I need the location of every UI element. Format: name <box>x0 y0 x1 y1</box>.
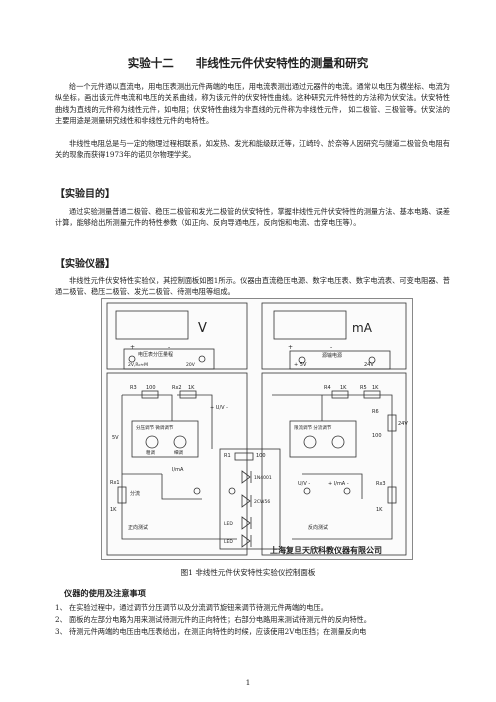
ammeter-minus: - <box>330 344 332 351</box>
source-24v: 24V <box>364 362 374 368</box>
rx3-value: 1K <box>376 507 383 513</box>
rx1-value: 1K <box>110 507 117 513</box>
left-switch-i: I/mA <box>172 467 184 473</box>
figure-caption: 图1 非线性元件伏安特性实验仪控制面板 <box>180 568 316 577</box>
left-adjust-box <box>131 420 199 458</box>
source-5v: + 5V <box>294 362 307 368</box>
forward-test-label: 正向测试 <box>128 524 148 531</box>
title-text: 非线性元件伏安特性的测量和研究 <box>195 56 369 70</box>
rx2-label: Rx2 <box>172 385 182 391</box>
usage-heading: 仪器的使用及注意事项 <box>64 588 146 598</box>
right-switch-v: U/V - <box>298 481 310 487</box>
source-label: 源输电源 <box>322 352 342 359</box>
control-panel-diagram: V mA + - + - 电压表分压量程 2V,R₀≈M 20V 源输电源 + … <box>106 302 408 556</box>
purpose-paragraph: 通过实验测量普通二极管、稳压二极管和发光二极管的伏安特性，掌握非线性元件伏安特性… <box>55 207 450 228</box>
r6-value: 100 <box>372 433 382 439</box>
r1-label: R1 <box>224 453 231 459</box>
manufacturer-label: 上海复旦天欣科教仪器有限公司 <box>270 545 382 555</box>
left-fine-knob <box>173 435 187 449</box>
resistor-r6 <box>387 414 397 432</box>
left-fine-label: 细调 <box>174 449 183 456</box>
source-box <box>289 350 391 370</box>
ammeter-display <box>273 310 347 340</box>
voltage-range-box <box>123 348 215 370</box>
ammeter-panel <box>261 302 407 370</box>
left-switch-v: + U/V - <box>210 405 228 411</box>
voltmeter-minus: - <box>168 344 170 351</box>
voltmeter-unit: V <box>198 321 207 336</box>
usage-item-1: 1、 在实验过程中，通过调节分压调节以及分流调节旋钮来调节待测元件两端的电压。 <box>55 603 328 612</box>
left-coarse-label: 粗调 <box>146 449 155 456</box>
usage-item-3: 3、 待测元件两端的电压由电压表给出，在测正向特性的时候，应该使用2V电压挡；在… <box>55 627 367 636</box>
left-circuit-frame <box>106 372 248 556</box>
resistor-r5 <box>363 390 381 399</box>
r4-value: 1K <box>340 385 347 391</box>
resistor-r4 <box>331 390 349 399</box>
right-fine-knob <box>331 435 345 449</box>
right-switch-i: + I/mA - <box>328 481 349 487</box>
ammeter-plus: + <box>288 344 293 351</box>
r4-label: R4 <box>324 385 331 391</box>
component-column <box>219 448 281 550</box>
resistor-r3 <box>141 390 159 399</box>
resistor-r1 <box>234 452 254 461</box>
shunt-label: 分流 <box>130 490 140 497</box>
r3-value: 100 <box>146 385 156 391</box>
zener-label: 2CW56 <box>254 499 270 505</box>
reverse-test-label: 反向测试 <box>308 524 328 531</box>
right-24v: 24V <box>398 421 408 427</box>
voltmeter-panel <box>106 302 248 370</box>
voltmeter-display <box>115 310 189 340</box>
r3-label: R3 <box>130 385 137 391</box>
voltmeter-plus: + <box>130 344 135 351</box>
instruments-paragraph: 非线性元件伏安特性实验仪，其控制面板如图1所示。仪器由直流稳压电源、数字电压表、… <box>55 276 450 297</box>
left-box-label: 分压调节 微调调节 <box>136 424 174 431</box>
r1-value: 100 <box>256 453 266 459</box>
page-number: 1 <box>245 678 251 687</box>
diode-label: 1N4001 <box>254 475 272 481</box>
voltage-range-title: 电压表分压量程 <box>138 351 173 358</box>
led-label-2: LED <box>224 539 233 545</box>
rx2-value: 1K <box>188 385 195 391</box>
control-panel-figure: V mA + - + - 电压表分压量程 2V,R₀≈M 20V 源输电源 + … <box>101 298 413 560</box>
title-number: 实验十二 <box>127 56 174 70</box>
left-5v: 5V <box>112 435 119 441</box>
left-coarse-knob <box>145 435 159 449</box>
usage-item-2: 2、 面板的左部分电路为用来测试待测元件的正向特性；右部分电路用来测试待测元件的… <box>55 615 371 624</box>
r5-value: 1K <box>372 385 379 391</box>
ammeter-unit: mA <box>352 321 373 335</box>
range-20v-label: 20V <box>186 362 196 368</box>
right-adjust-box <box>289 420 357 458</box>
right-box-label: 限流调节 分流调节 <box>294 424 332 431</box>
right-circuit-frame <box>261 372 407 556</box>
range-2v-label: 2V,R₀≈M <box>128 362 148 368</box>
section-heading-instruments: 【实验仪器】 <box>55 259 115 270</box>
r5-label: R5 <box>360 385 367 391</box>
resistor-rx2 <box>179 390 197 399</box>
led-label-1: LED <box>224 521 233 527</box>
intro-paragraph-1: 给一个元件通以直流电，用电压表测出元件两端的电压，用电流表测出通过元器件的电流。… <box>55 82 450 126</box>
rx1-label: Rx1 <box>110 480 120 486</box>
section-heading-purpose: 【实验目的】 <box>55 189 115 200</box>
page-title: 实验十二 非线性元件伏安特性的测量和研究 <box>0 55 496 71</box>
resistor-rx1 <box>117 486 127 504</box>
r6-label: R6 <box>372 409 379 415</box>
rx3-label: Rx3 <box>376 481 386 487</box>
right-coarse-knob <box>303 435 317 449</box>
resistor-rx3 <box>387 486 397 504</box>
intro-paragraph-2: 非线性电阻总是与一定的物理过程相联系，如发热、发光和能级跃迁等，江崎玲、於奈等人… <box>55 139 450 160</box>
